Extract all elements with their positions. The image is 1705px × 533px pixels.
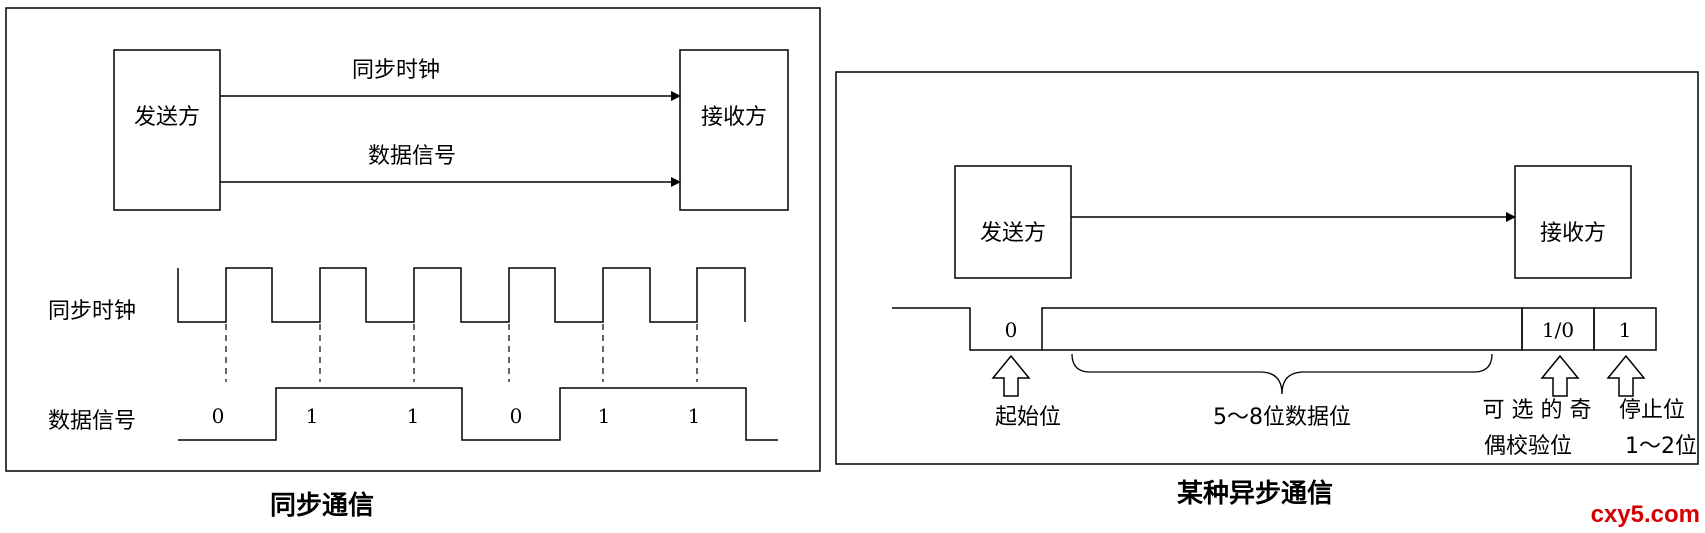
- sync-clock-row-label: 同步时钟: [48, 299, 136, 324]
- async-receiver-label: 接收方: [1540, 221, 1606, 246]
- async-line-idle: [892, 307, 1042, 351]
- sync-data-row-label: 数据信号: [48, 409, 136, 434]
- async-stop-bit: 1: [1619, 318, 1632, 342]
- async-start-bit: 0: [1005, 318, 1018, 342]
- sync-bit-2: 1: [407, 404, 420, 428]
- async-data-label: 5～8位数据位: [1213, 405, 1351, 430]
- sync-clock-waveform: [177, 267, 746, 323]
- sync-bit-1: 1: [306, 404, 319, 428]
- sync-clock-arrow-label: 同步时钟: [352, 58, 440, 83]
- async-diagram: 发送方 接收方 0 1/0 1 起始位 5～8位数据位 可 选 的 奇 偶校验位…: [835, 71, 1699, 509]
- sync-data-arrow-label: 数据信号: [368, 144, 456, 169]
- sync-clock-dashes: [225, 324, 698, 382]
- async-frame: [835, 71, 1699, 465]
- sync-frame: [5, 7, 821, 472]
- watermark: cxy5.com: [1591, 501, 1700, 528]
- sync-bit-5: 1: [688, 404, 701, 428]
- async-parity-label-1: 可 选 的 奇: [1483, 398, 1592, 423]
- async-parity-bit: 1/0: [1542, 318, 1574, 342]
- async-sender-box: [954, 165, 1072, 279]
- async-caption: 某种异步通信: [1177, 478, 1333, 509]
- sync-receiver-label: 接收方: [701, 105, 767, 130]
- sync-sender-label: 发送方: [134, 105, 200, 130]
- async-parity-label-2: 偶校验位: [1484, 434, 1572, 459]
- sync-caption: 同步通信: [270, 490, 374, 521]
- async-receiver-box: [1514, 165, 1632, 279]
- sync-bit-3: 0: [510, 404, 523, 428]
- async-data-brace: [1071, 353, 1493, 395]
- up-arrow-icon: [991, 354, 1031, 397]
- sync-bit-4: 1: [598, 404, 611, 428]
- async-sender-label: 发送方: [980, 221, 1046, 246]
- async-stop-frame: [1593, 307, 1657, 351]
- async-stop-label-1: 停止位: [1619, 398, 1685, 423]
- sync-receiver-box: [679, 49, 789, 211]
- up-arrow-icon: [1606, 354, 1646, 397]
- sync-data-waveform: [178, 387, 778, 441]
- sync-bit-0: 0: [212, 404, 225, 428]
- async-data-frame: [1041, 307, 1523, 351]
- async-stop-label-2: 1～2位: [1625, 434, 1697, 459]
- async-start-label: 起始位: [995, 405, 1061, 430]
- sync-diagram: 发送方 接收方 同步时钟 数据信号 同步时钟 数据信号 0 1 1 0 1 1 …: [5, 7, 821, 521]
- up-arrow-icon: [1540, 354, 1580, 397]
- sync-sender-box: [113, 49, 221, 211]
